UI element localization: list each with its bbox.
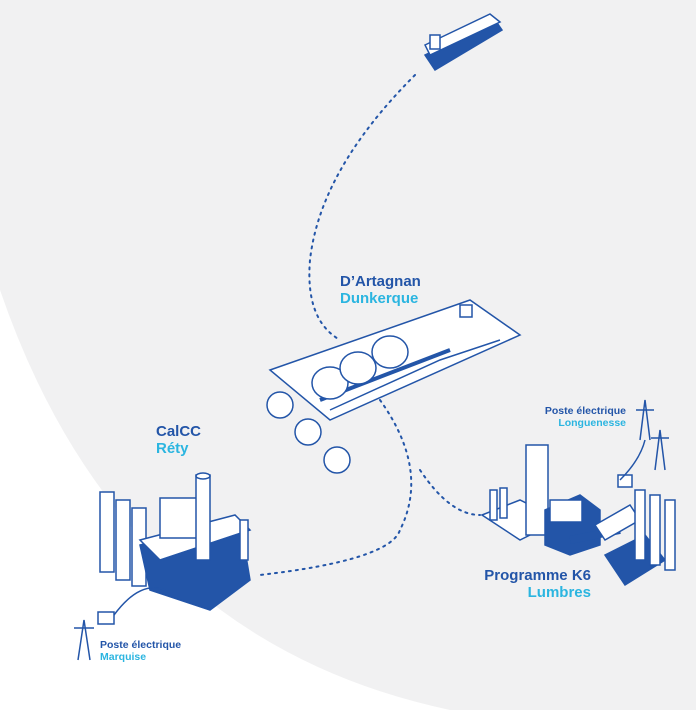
site-name: D’Artagnan (340, 273, 421, 290)
site-place: Marquise (100, 650, 147, 663)
site-poste-longuenesse: Poste électrique Longuenesse (520, 405, 626, 429)
lng-terminal-icon (266, 299, 522, 474)
site-place: Longuenesse (558, 416, 626, 429)
site-name: Poste électrique (100, 639, 182, 651)
site-place: Réty (156, 439, 189, 457)
site-place: Dunkerque (340, 289, 419, 307)
site-dartagnan: D’Artagnan Dunkerque (340, 273, 421, 307)
site-k6: Programme K6 Lumbres (470, 567, 591, 601)
pylon-icon (74, 399, 669, 661)
site-name: Programme K6 (484, 567, 591, 584)
site-place: Lumbres (527, 583, 591, 601)
pipeline-routes (259, 74, 481, 576)
ship-icon (423, 13, 504, 72)
site-poste-marquise: Poste électrique Marquise (100, 639, 182, 663)
site-name: CalCC (156, 423, 202, 440)
calcc-plant-icon (99, 472, 252, 611)
background-arc (0, 290, 450, 710)
site-name: Poste électrique (544, 405, 626, 417)
k6-plant-icon (480, 444, 676, 587)
site-calcc: CalCC Réty (156, 423, 202, 457)
